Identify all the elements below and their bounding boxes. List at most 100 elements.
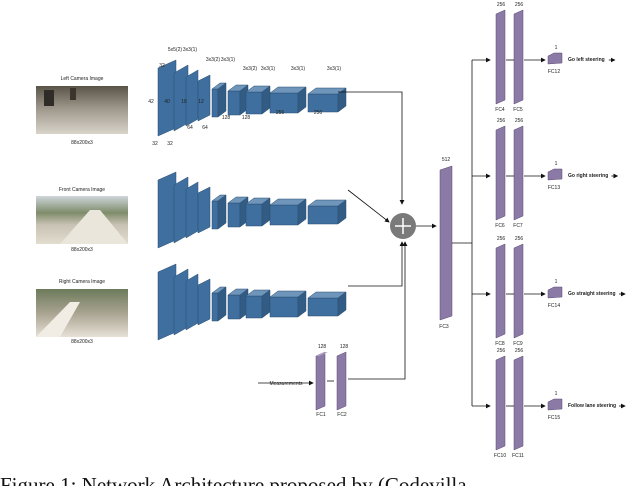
conv-layer-4-front [197, 186, 211, 234]
fc-bar-fc10 [495, 355, 506, 451]
conv-layer-5-front [211, 200, 219, 230]
right-camera-title: Right Camera Image [59, 279, 105, 285]
fc-size-fc6: 256 [497, 118, 506, 124]
conv-layer-1-right [157, 263, 177, 341]
conv-layer-4-left [197, 74, 211, 122]
fc-name-fc9: FC9 [513, 341, 523, 347]
bottom-label-1: 32 [152, 141, 158, 147]
kernel-label-8: 3x3(1) [327, 66, 342, 72]
fc1-size: 128 [318, 344, 327, 350]
kernel-label-5: 3x3(2) [243, 66, 258, 72]
conv-stack-left [157, 59, 347, 137]
dim-label-a: 42 [148, 99, 154, 105]
fc-bar-fc7 [513, 125, 524, 221]
channel-label-3: 128 [222, 115, 231, 121]
fc-size-fc7: 256 [515, 118, 524, 124]
dim-label-c: 18 [181, 99, 187, 105]
channel-label-2: 64 [202, 125, 208, 131]
output-name-fc15: FC15 [548, 415, 560, 421]
kernel-label-3: 3x3(2) [206, 57, 221, 63]
output-node-fc14 [547, 286, 563, 299]
kernel-label-2: 3x3(1) [183, 47, 198, 53]
conv-layer-5-right [211, 292, 219, 322]
fc-name-fc11: FC11 [512, 453, 524, 459]
output-node-fc13 [547, 168, 563, 181]
branch-label-2: Go right steering [568, 173, 608, 179]
channel-label-1: 64 [187, 125, 193, 131]
fc-size-fc5: 256 [515, 2, 524, 8]
conv-layer-3-front [185, 181, 199, 239]
conv-layer-8-right [269, 296, 299, 318]
channel-label-4: 128 [242, 115, 251, 121]
right-camera-size: 88x200x3 [71, 339, 93, 345]
conv-stack-right [157, 263, 347, 341]
fc2-bar [336, 351, 347, 411]
fc-size-fc11: 256 [515, 348, 524, 354]
conv-layer-4-right [197, 278, 211, 326]
conv-layer-8-front [269, 204, 299, 226]
conv-layer-6-left [227, 90, 241, 116]
fc-name-fc10: FC10 [494, 453, 506, 459]
output-name-fc13: FC13 [548, 185, 560, 191]
conv-stack-front [157, 171, 347, 249]
front-camera-size: 88x200x3 [71, 247, 93, 253]
fc2-size: 128 [340, 344, 349, 350]
fc-bar-fc5 [513, 9, 524, 105]
output-name-fc14: FC14 [548, 303, 560, 309]
kernel-label-6: 3x3(1) [261, 66, 276, 72]
depth-label-top: 32 [159, 63, 165, 69]
fc-size-fc9: 256 [515, 236, 524, 242]
conv-layer-7-left [245, 91, 263, 115]
fc-name-fc8: FC8 [495, 341, 505, 347]
fc-size-fc4: 256 [497, 2, 506, 8]
arrow-front-to-merge [347, 189, 390, 223]
output-size-fc15: 1 [555, 391, 558, 397]
conv-layer-6-right [227, 294, 241, 320]
fc3-label: FC3 [439, 324, 449, 330]
fc-name-fc7: FC7 [513, 223, 523, 229]
conv-layer-5-left [211, 88, 219, 118]
arrow-measure-to-merge [348, 241, 408, 380]
branch-label-3: Go straight steering [568, 291, 616, 297]
output-name-fc12: FC12 [548, 69, 560, 75]
output-size-fc13: 1 [555, 161, 558, 167]
output-node-fc12 [547, 52, 563, 65]
fc-size-fc10: 256 [497, 348, 506, 354]
fc-name-fc6: FC6 [495, 223, 505, 229]
fc1-bar [315, 351, 326, 411]
output-node-fc15 [547, 398, 563, 411]
fc-bar-fc9 [513, 243, 524, 339]
arrow-left-to-merge [338, 91, 405, 205]
branch-label-4: Follow lane steering [568, 403, 616, 409]
bottom-label-2: 32 [167, 141, 173, 147]
branch-label-1: Go left steering [568, 57, 605, 63]
conv-layer-1-left [157, 59, 177, 137]
fc-bar-fc11 [513, 355, 524, 451]
arrow-right-to-merge [348, 241, 405, 287]
conv-layer-9-front [307, 205, 339, 225]
measurements-label: Measurements [269, 381, 303, 387]
conv-layer-9-right [307, 297, 339, 317]
left-camera-title: Left Camera Image [61, 76, 104, 82]
conv-layer-3-left [185, 69, 199, 127]
kernel-label-1: 5x5(2) [168, 47, 183, 53]
conv-layer-6-front [227, 202, 241, 228]
conv-layer-1-front [157, 171, 177, 249]
conv-stacks [157, 59, 347, 341]
fc1-label: FC1 [316, 412, 326, 418]
kernel-label-7: 3x3(1) [291, 66, 306, 72]
channel-label-5: 256 [276, 110, 285, 116]
output-size-fc14: 1 [555, 279, 558, 285]
dim-label-d: 12 [198, 99, 204, 105]
fc3-size: 512 [442, 157, 451, 163]
fc-bar-fc6 [495, 125, 506, 221]
fc3-bar [439, 165, 453, 321]
dim-label-b: 40 [164, 99, 170, 105]
fc2-label: FC2 [337, 412, 347, 418]
conv-layer-7-right [245, 295, 263, 319]
